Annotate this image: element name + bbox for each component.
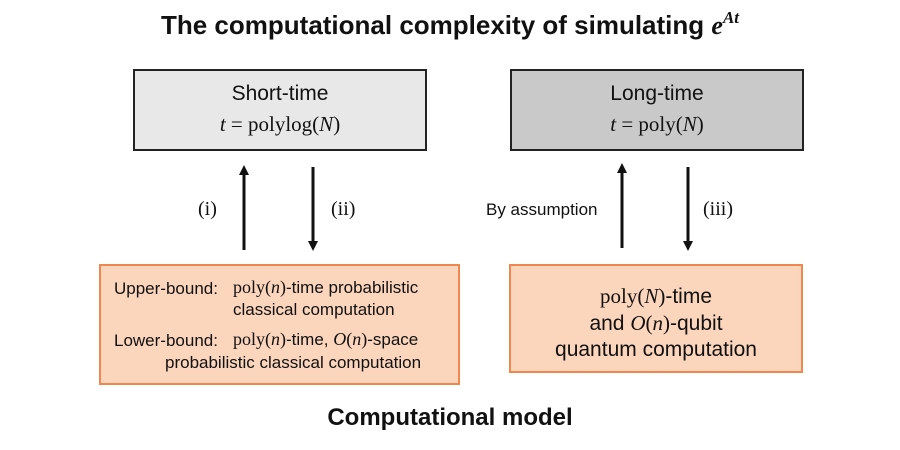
- short-time-label: Short-time: [231, 82, 329, 105]
- short-time-arg: N: [319, 112, 334, 136]
- lower-paren: (: [346, 329, 353, 349]
- diagram-title: The computational complexity of simulati…: [0, 8, 900, 41]
- quantum-line3: quantum computation: [555, 338, 757, 361]
- quantum-poly: poly(: [599, 284, 645, 308]
- short-time-close: ): [333, 112, 341, 136]
- upper-poly: poly(: [233, 277, 271, 297]
- long-time-func: = poly(: [616, 112, 683, 136]
- lower-close: ): [280, 329, 286, 349]
- long-time-box: Long-time t = poly(N): [510, 69, 804, 151]
- long-time-close: ): [696, 112, 704, 136]
- quantum-close: ): [658, 284, 666, 308]
- lower-close2: ): [361, 329, 368, 349]
- quantum-close2: ): [663, 311, 670, 335]
- title-exp-sup: At: [722, 8, 739, 27]
- quantum-n: n: [652, 311, 664, 335]
- quantum-and: and: [589, 312, 631, 335]
- arrow-iii-label: (iii): [703, 198, 733, 220]
- lower-poly: poly(: [233, 329, 271, 349]
- long-time-formula: t = poly(N): [512, 109, 802, 139]
- lower-n: n: [271, 329, 280, 349]
- lower-bound-line1: poly(n)-time, O(n)-space: [233, 329, 418, 350]
- arrow-ii-label: (ii): [331, 198, 356, 220]
- short-time-box: Short-time t = polylog(N): [133, 69, 427, 151]
- quantum-qubit: -qubit: [670, 312, 723, 335]
- short-time-var: t: [219, 112, 226, 136]
- lower-O: O: [333, 329, 347, 349]
- upper-close: ): [280, 277, 286, 297]
- quantum-line1: poly(N)-time: [511, 283, 801, 310]
- lower-bound-line2: probabilistic classical computation: [165, 353, 422, 372]
- lower-mid: -time,: [286, 330, 334, 349]
- upper-n: n: [271, 277, 280, 297]
- short-time-func: = polylog(: [225, 112, 320, 136]
- title-text: The computational complexity of simulati…: [160, 10, 712, 40]
- classical-computation-box: Upper-bound: poly(n)-time probabilistic …: [99, 264, 460, 385]
- quantum-O: O: [630, 311, 646, 335]
- lower-rest: -space: [367, 330, 419, 349]
- computational-model-caption: Computational model: [327, 404, 573, 431]
- upper-bound-label: Upper-bound:: [114, 279, 218, 298]
- title-exp-base: e: [711, 11, 723, 40]
- lower-n2: n: [352, 329, 362, 349]
- long-time-var: t: [610, 112, 617, 136]
- quantum-N: N: [644, 284, 659, 308]
- quantum-paren: (: [645, 311, 653, 335]
- upper-bound-line2: classical computation: [233, 300, 395, 319]
- arrow-assumption-label: By assumption: [486, 200, 598, 219]
- long-time-arg: N: [682, 112, 697, 136]
- quantum-time: -time: [665, 285, 712, 308]
- quantum-computation-box: poly(N)-time and O(n)-qubit quantum comp…: [509, 264, 803, 373]
- lower-bound-label: Lower-bound:: [114, 331, 218, 350]
- upper-bound-line1: poly(n)-time probabilistic: [233, 277, 418, 298]
- title-exponential: eAt: [711, 8, 739, 40]
- quantum-line2: and O(n)-qubit: [511, 310, 801, 337]
- short-time-formula: t = polylog(N): [135, 109, 425, 139]
- upper-rest: -time probabilistic: [286, 278, 419, 297]
- long-time-label: Long-time: [610, 82, 704, 105]
- arrow-i-label: (i): [198, 198, 217, 220]
